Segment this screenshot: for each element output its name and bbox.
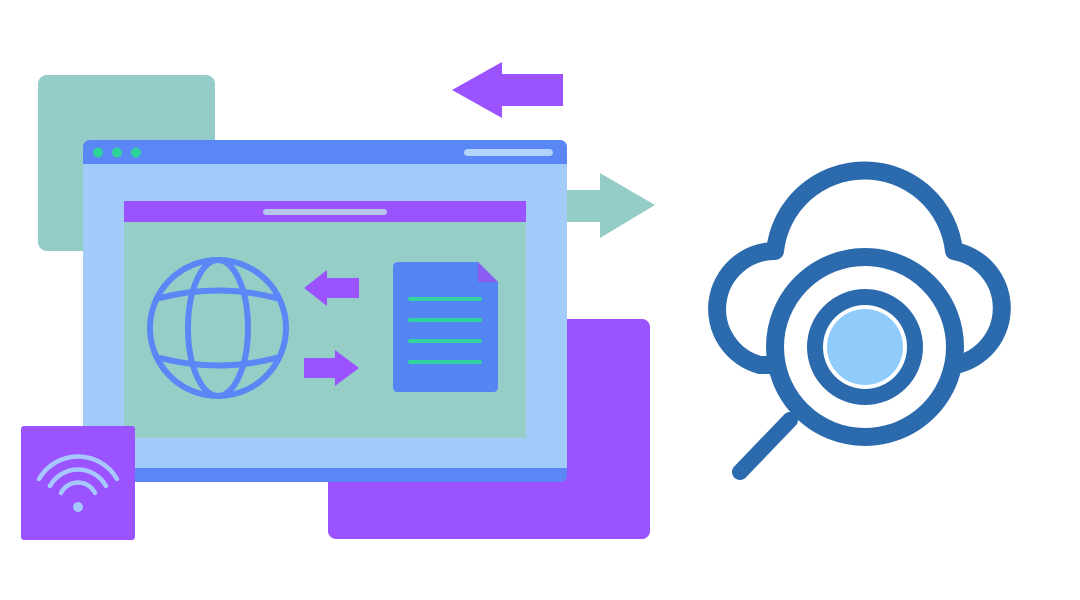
document-icon [393, 262, 498, 392]
arrow-left-icon [304, 270, 359, 306]
wifi-tile [21, 426, 135, 540]
window-address-bar [464, 149, 553, 156]
browser-window [83, 140, 567, 482]
cloud-outline [708, 161, 1011, 374]
content-header-bar [263, 209, 387, 215]
globe-icon [147, 257, 289, 399]
arrow-right-icon [560, 173, 655, 238]
arrow-left-icon [452, 62, 563, 118]
magnifier-icon [732, 248, 964, 480]
magnifier-lens [827, 309, 903, 385]
wifi-icon [36, 454, 120, 496]
window-dot [93, 147, 103, 158]
window-dot [112, 147, 122, 158]
arrow-right-icon [304, 350, 359, 386]
cloud-search-icon [708, 161, 1011, 480]
window-dot [131, 147, 141, 158]
